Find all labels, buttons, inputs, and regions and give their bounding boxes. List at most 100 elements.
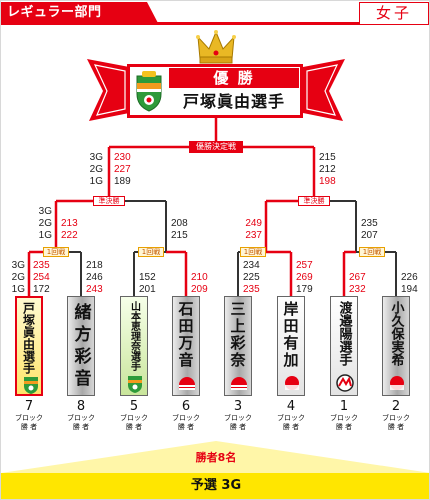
score: 246	[86, 272, 103, 283]
champion-name: 戸塚眞由選手	[182, 92, 285, 111]
club-logo-icon	[336, 374, 354, 392]
semifinal-label-right: 準決勝	[298, 196, 330, 206]
semifinal-label-left: 準決勝	[93, 196, 125, 206]
score: 269	[296, 272, 313, 283]
player-name: 渡邉陽選手	[336, 301, 352, 366]
player-card: 渡邉陽選手	[330, 296, 358, 396]
score: 215	[171, 230, 188, 241]
score: 172	[33, 284, 50, 295]
score: 226	[401, 272, 418, 283]
block-label: 2 ブロック 勝 者	[376, 399, 416, 432]
block-number: 4	[286, 399, 296, 414]
block-label: 7 ブロック 勝 者	[9, 399, 49, 432]
block-unit: ブロック	[277, 414, 305, 422]
block-winner: 勝 者	[125, 423, 143, 431]
game-label: 1G	[11, 284, 25, 295]
block-winner: 勝 者	[335, 423, 353, 431]
jpba-logo-icon	[231, 377, 247, 390]
score: 189	[114, 176, 131, 187]
block-number: 2	[391, 399, 401, 414]
round1-label: 1回戦	[240, 247, 266, 257]
block-unit: ブロック	[67, 414, 95, 422]
block-winner: 勝 者	[282, 423, 300, 431]
player-card: 山本恵理奈選手	[120, 296, 148, 396]
game-label: 2G	[38, 218, 52, 229]
block-number: 8	[76, 399, 86, 414]
player-card: 三上彩奈	[224, 296, 252, 396]
score: 267	[349, 272, 366, 283]
score: 235	[243, 284, 260, 295]
block-winner: 勝 者	[20, 423, 38, 431]
score: 235	[361, 218, 378, 229]
score: 210	[191, 272, 208, 283]
score: 194	[401, 284, 418, 295]
score: 232	[349, 284, 366, 295]
player-card: 戸塚眞由選手	[15, 296, 43, 396]
block-winner: 勝 者	[72, 423, 90, 431]
round1-label: 1回戦	[359, 247, 385, 257]
player-name: 三上彩奈	[228, 301, 247, 369]
score: 208	[171, 218, 188, 229]
score: 152	[139, 272, 156, 283]
block-number: 5	[129, 399, 139, 414]
score: 227	[114, 164, 131, 175]
score: 198	[319, 176, 336, 187]
block-label: 6 ブロック 勝 者	[166, 399, 206, 432]
footer-band	[1, 473, 429, 499]
score: 207	[361, 230, 378, 241]
block-winner: 勝 者	[229, 423, 247, 431]
jpba-logo-icon	[179, 377, 195, 390]
champion-title: 優 勝	[169, 68, 299, 88]
score: 235	[33, 260, 50, 271]
division-label: 女子	[359, 2, 429, 25]
qualifier-label: 予選 3G	[190, 478, 242, 493]
game-label: 3G	[38, 206, 52, 217]
block-unit: ブロック	[120, 414, 148, 422]
game-label: 1G	[89, 176, 103, 187]
score: 254	[33, 272, 50, 283]
player-card: 小久保実希	[382, 296, 410, 396]
block-unit: ブロック	[382, 414, 410, 422]
score: 201	[139, 284, 156, 295]
game-label: 3G	[11, 260, 25, 271]
score: 225	[243, 272, 260, 283]
score: 234	[243, 260, 260, 271]
player-name: 石田万音	[176, 301, 195, 369]
block-label: 5 ブロック 勝 者	[114, 399, 154, 432]
score: 209	[191, 284, 208, 295]
final-match-label: 優勝決定戦	[189, 141, 243, 153]
block-unit: ブロック	[15, 414, 43, 422]
game-label: 2G	[89, 164, 103, 175]
score: 222	[61, 230, 78, 241]
score: 249	[245, 218, 262, 229]
player-card: 石田万音	[172, 296, 200, 396]
crown-icon	[196, 30, 236, 64]
winners-count: 勝者8名	[195, 451, 237, 464]
red-circle-logo-icon	[390, 376, 404, 390]
score: 215	[319, 152, 336, 163]
block-winner: 勝 者	[387, 423, 405, 431]
round1-label: 1回戦	[43, 247, 69, 257]
block-label: 1 ブロック 勝 者	[324, 399, 364, 432]
federation-emblem-icon	[136, 71, 162, 112]
block-unit: ブロック	[224, 414, 252, 422]
player-name: 戸塚眞由選手	[21, 302, 36, 374]
score: 218	[86, 260, 103, 271]
header-category-bar	[1, 2, 159, 25]
game-label: 1G	[38, 230, 52, 241]
score: 213	[61, 218, 78, 229]
game-label: 2G	[11, 272, 25, 283]
score: 230	[114, 152, 131, 163]
block-number: 1	[339, 399, 349, 414]
category-title: レギュラー部門	[7, 5, 102, 20]
player-card: 岸田有加	[277, 296, 305, 396]
red-circle-logo-icon	[285, 376, 299, 390]
block-winner: 勝 者	[177, 423, 195, 431]
score: 179	[296, 284, 313, 295]
block-label: 3 ブロック 勝 者	[218, 399, 258, 432]
score: 243	[86, 284, 103, 295]
block-label: 4 ブロック 勝 者	[271, 399, 311, 432]
block-number: 6	[181, 399, 191, 414]
